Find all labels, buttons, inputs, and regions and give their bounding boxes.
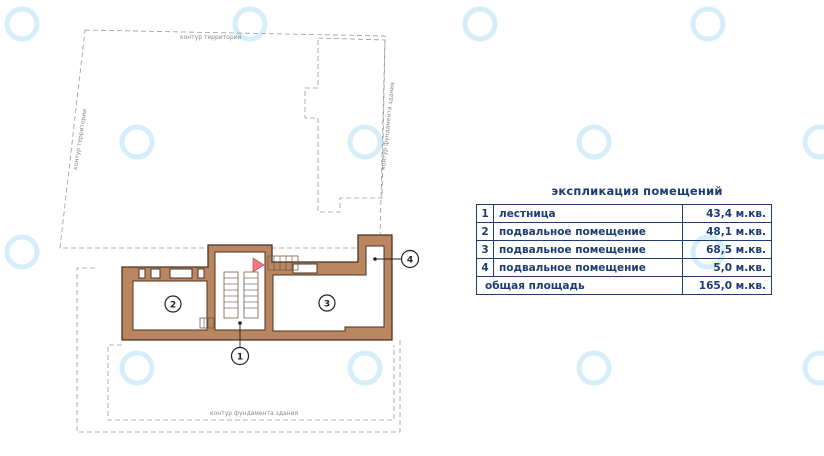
foundation-bottom-label: контур фундамента здания [210, 410, 298, 417]
watermark-icon [347, 350, 383, 386]
watermark-icon [576, 124, 612, 160]
watermark-icon [4, 234, 40, 270]
territory-top-label: контур территории [180, 34, 242, 41]
room-number-cell: 3 [476, 240, 494, 259]
foundation-right-label: контур фундамента здания [380, 81, 396, 170]
wall-niche [169, 268, 193, 279]
watermark-icon [802, 124, 824, 160]
total-area-cell: 165,0 м.кв. [682, 276, 772, 295]
room-label-2: 2 [164, 295, 182, 313]
room-number-cell: 1 [476, 204, 494, 223]
explication-title: экспликация помещений [551, 184, 723, 198]
total-label-cell: общая площадь [476, 276, 683, 295]
room-area-cell: 5,0 м.кв. [682, 258, 772, 277]
stair-flights [199, 255, 299, 329]
room-area-cell: 68,5 м.кв. [682, 240, 772, 259]
stair-marker-icon [252, 257, 265, 273]
watermark-icon [119, 124, 155, 160]
callout-1: 1 [230, 321, 250, 366]
room-number: 3 [324, 300, 330, 310]
lower-foundation-outline [107, 344, 395, 421]
callout-number: 4 [407, 256, 413, 266]
room-number-cell: 2 [476, 222, 494, 241]
table-row: 2 подвальное помещение 48,1 м.кв. [476, 222, 772, 241]
watermark-icon [462, 6, 498, 42]
room-name-cell: подвальное помещение [493, 258, 683, 277]
explication-table: 1 лестница 43,4 м.кв. 2 подвальное помещ… [476, 204, 772, 295]
watermark-icon [232, 6, 268, 42]
watermark-icon [802, 350, 824, 386]
room-area-cell: 48,1 м.кв. [682, 222, 772, 241]
watermark-icon [119, 350, 155, 386]
callout-number: 1 [237, 353, 243, 363]
table-row: 3 подвальное помещение 68,5 м.кв. [476, 240, 772, 259]
wall-niche [138, 268, 146, 279]
total-row: общая площадь 165,0 м.кв. [476, 276, 772, 295]
stair-core [214, 251, 266, 331]
lower-territory-outline [76, 267, 401, 433]
wall-niche [292, 263, 318, 274]
table-row: 4 подвальное помещение 5,0 м.кв. [476, 258, 772, 277]
table-row: 1 лестница 43,4 м.кв. [476, 204, 772, 223]
room-number-cell: 4 [476, 258, 494, 277]
room-3 [272, 245, 385, 332]
territory-outline [59, 29, 386, 249]
watermark-icon [576, 350, 612, 386]
room-number: 2 [170, 301, 176, 311]
watermark-icon [347, 124, 383, 160]
room-label-3: 3 [318, 294, 336, 312]
room-area-cell: 43,4 м.кв. [682, 204, 772, 223]
foundation-outline [304, 37, 386, 213]
room-name-cell: подвальное помещение [493, 222, 683, 241]
watermark-icon [690, 6, 726, 42]
callout-4: 4 [373, 249, 420, 269]
room-name-cell: подвальное помещение [493, 240, 683, 259]
watermark-icon [4, 6, 40, 42]
wall-niche [150, 268, 161, 279]
explication-panel: экспликация помещений 1 лестница 43,4 м.… [476, 184, 772, 295]
basement-walls [121, 234, 393, 341]
wall-niche [197, 268, 205, 279]
room-name-cell: лестница [493, 204, 683, 223]
